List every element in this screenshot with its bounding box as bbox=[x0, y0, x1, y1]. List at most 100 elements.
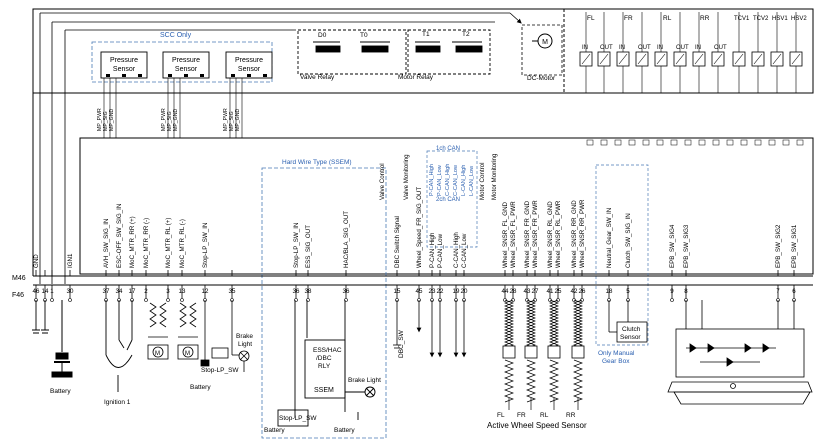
dbc-sw-label: DBC_SW bbox=[398, 329, 405, 358]
can-line-label: L-CAN_Low bbox=[469, 165, 475, 196]
ecu-terminal bbox=[642, 139, 650, 146]
ess-relay-3: RLY bbox=[318, 363, 331, 370]
pin-terminal bbox=[180, 298, 184, 302]
can-box bbox=[426, 150, 478, 248]
valve-io-label: IN bbox=[657, 45, 663, 51]
valve-io-label: IN bbox=[582, 45, 588, 51]
valve-io-label: OUT bbox=[600, 45, 613, 51]
wheel-sensor-body bbox=[571, 345, 585, 359]
motor-relay bbox=[407, 29, 491, 75]
can2-label: 2ch CAN bbox=[436, 197, 460, 203]
ignition-switch bbox=[105, 300, 133, 392]
pressure-sensor-3: Pressure Sensor bbox=[225, 51, 273, 79]
signal-label: Wheel_SNSR_FL_PWR bbox=[510, 201, 517, 268]
valve-fr-label: FR bbox=[624, 15, 633, 22]
wheel-sensor-twisted-pair bbox=[526, 299, 536, 349]
pin-terminal bbox=[670, 298, 674, 302]
signal-label: IGN1 bbox=[67, 253, 74, 268]
valve-coil-slash bbox=[694, 53, 704, 65]
valve-io-label: IN bbox=[695, 45, 701, 51]
signal-label: Stop-LP_SW_IN bbox=[293, 223, 300, 268]
can-line-label: L-CAN_High bbox=[461, 165, 467, 196]
only-manual-1: Only Manual bbox=[598, 350, 635, 357]
ecu-terminal bbox=[796, 139, 804, 146]
signal-label: C-CAN_Low bbox=[461, 233, 468, 268]
can1-label: 1ch CAN bbox=[436, 146, 460, 152]
signal-label: P-CAN_Low bbox=[437, 233, 444, 268]
pin-terminal bbox=[68, 298, 72, 302]
signal-label: MoC_MTR_RR (+) bbox=[129, 216, 136, 268]
wheel-sensor-twisted-pair bbox=[549, 299, 559, 349]
valve-coil-slash bbox=[713, 53, 723, 65]
upper-signal-label: Valve Control bbox=[379, 163, 386, 200]
ecu-terminal bbox=[740, 139, 748, 146]
pressure-pin-label: MP_GND bbox=[109, 109, 115, 131]
ecu-terminal bbox=[782, 139, 790, 146]
valve-fl-label: FL bbox=[587, 15, 595, 22]
signal-label: Stop-LP_SW_IN bbox=[202, 223, 209, 268]
stop-lp-sw-label: Stop-LP_SW bbox=[201, 367, 239, 374]
valve-coil-slash bbox=[772, 53, 782, 65]
valve-coil-slash bbox=[656, 53, 666, 65]
f46-label: F46 bbox=[12, 292, 24, 299]
valve-coil-slash bbox=[753, 53, 763, 65]
valve-hsv2-label: HSV2 bbox=[791, 16, 807, 22]
svg-text:Sensor: Sensor bbox=[113, 66, 136, 73]
wheel-label-fl: FL bbox=[497, 412, 505, 419]
pressure-pin-label: MP_SIG bbox=[229, 111, 235, 131]
pin-terminal bbox=[50, 298, 54, 302]
epb-switch bbox=[667, 300, 813, 405]
valve-hsv1-label: HSV1 bbox=[772, 16, 788, 22]
battery-left-label: Battery bbox=[50, 388, 71, 395]
brake-light-label-2: Light bbox=[238, 341, 252, 348]
motor-relay-label: Motor Relay bbox=[398, 74, 434, 81]
internal-bus-lines bbox=[39, 12, 522, 284]
ecu-terminal bbox=[670, 139, 678, 146]
signal-label: ESC-OFF_SW_SIG_IN bbox=[116, 204, 123, 268]
ssem-stop-lp-sw: Stop-LP_SW bbox=[279, 415, 317, 422]
hydraulic-unit-frame bbox=[32, 8, 814, 94]
ecu-terminal bbox=[628, 139, 636, 146]
only-manual-2: Gear Box bbox=[602, 358, 630, 365]
svg-text:Pressure: Pressure bbox=[235, 57, 263, 64]
ecu-terminal bbox=[586, 139, 594, 146]
signal-label: DBC Switch Signal bbox=[394, 216, 401, 268]
signal-label: Neutral_Gear_SW_IN bbox=[606, 208, 613, 268]
ignition-label: Ignition 1 bbox=[104, 399, 131, 406]
wheel-sensor-body bbox=[524, 345, 538, 359]
pressure-pin-label: MP_SIG bbox=[167, 111, 173, 131]
wheel-sensor-twisted-pair bbox=[504, 299, 514, 349]
clutch-label-2: Sensor bbox=[620, 334, 641, 341]
svg-text:Pressure: Pressure bbox=[110, 57, 138, 64]
signal-label: EPB_SW_SIG3 bbox=[683, 224, 690, 268]
moc-rl-m: M bbox=[185, 351, 190, 357]
clutch-sensor bbox=[608, 300, 648, 343]
can-bus-arrows bbox=[416, 300, 467, 358]
wheel-sensor-body bbox=[547, 345, 561, 359]
can-line-label: C-CAN_High bbox=[445, 164, 451, 196]
stop-lamp-switch bbox=[211, 300, 250, 372]
ecu-terminal bbox=[656, 139, 664, 146]
pressure-pin-label: MP_SIG bbox=[103, 111, 109, 131]
can-line-label: P-CAN_Low bbox=[437, 164, 443, 196]
pressure-pin-label: MP_GND bbox=[235, 109, 241, 131]
ground-symbols bbox=[32, 300, 49, 334]
signal-label: ESS_SIG_OUT bbox=[305, 225, 312, 268]
valve-rr-label: RR bbox=[700, 15, 710, 22]
signal-label: MoC_MTR_RL (-) bbox=[179, 219, 186, 268]
ecu-terminal bbox=[712, 139, 720, 146]
relay-t0-label: T0 bbox=[360, 32, 368, 39]
ssem-battery-1: Battery bbox=[264, 427, 285, 434]
wheel-sensor-twisted-pair bbox=[549, 359, 559, 403]
signal-label: MoC_MTR_RL (+) bbox=[165, 218, 172, 268]
ecu-terminal bbox=[600, 139, 608, 146]
manual-gearbox-box bbox=[595, 164, 649, 346]
ssem-label: SSEM bbox=[314, 387, 334, 394]
pressure-pin-label: MP_PWR bbox=[97, 108, 103, 131]
dbc-switch bbox=[393, 300, 401, 349]
valve-io-label: IN bbox=[619, 45, 625, 51]
valve-coil-slash bbox=[599, 53, 609, 65]
ess-relay-2: /DBC bbox=[316, 355, 332, 362]
